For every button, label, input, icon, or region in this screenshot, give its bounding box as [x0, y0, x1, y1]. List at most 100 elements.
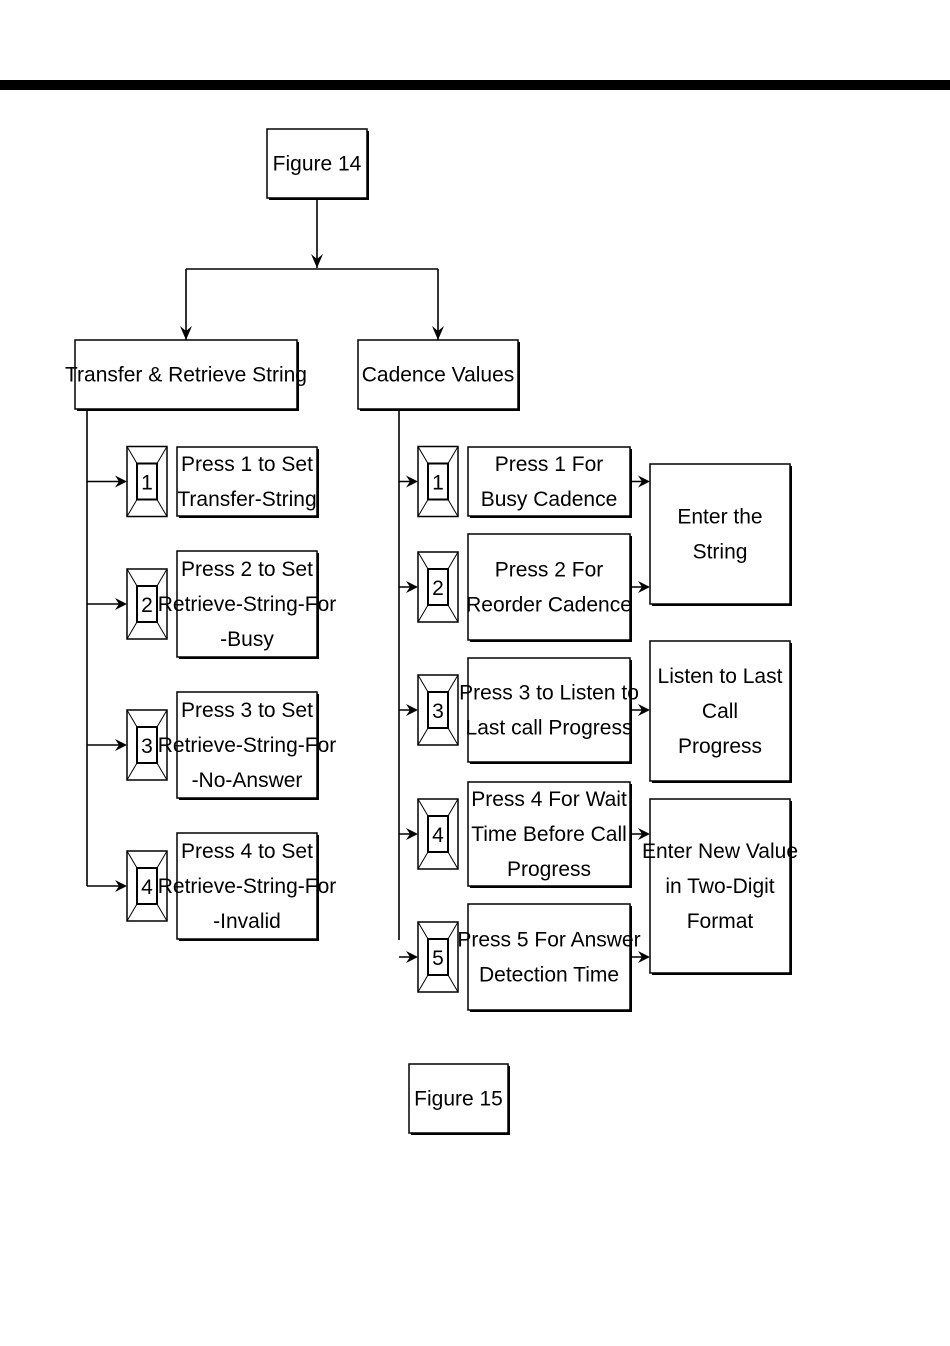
key-label: 2 [141, 594, 153, 617]
box-text-line: -No-Answer [192, 769, 303, 792]
box-frame [649, 640, 791, 782]
box-text-line: Call [702, 700, 738, 723]
box-text-line: Press 5 For Answer [457, 929, 640, 952]
arrow-right-icon [638, 951, 650, 963]
arrow-down-icon [311, 254, 323, 268]
box-text-line: Press 4 to Set [181, 840, 313, 863]
box-frame [467, 903, 631, 1011]
arrow-right-icon [115, 475, 127, 488]
arrow-right-icon [406, 828, 418, 840]
box-text-line: Press 1 For [495, 453, 604, 476]
key-label: 4 [141, 876, 153, 899]
box-frame [176, 691, 318, 799]
box-frame [74, 339, 298, 410]
branch-box-cadence: Cadence Values [357, 339, 520, 411]
box-text-line: Press 4 For Wait [471, 788, 627, 811]
box-text-line: String [693, 541, 748, 564]
arrow-right-icon [115, 880, 127, 892]
box-text-line: Retrieve-String-For [158, 875, 337, 898]
box-text-line: in Two-Digit [665, 875, 774, 898]
box-text-line: Reorder Cadence [466, 594, 632, 617]
keypad-key-1-icon: 1 [417, 445, 459, 518]
arrow-right-icon [406, 475, 418, 488]
box-frame [649, 463, 791, 605]
arrow-down-icon [432, 326, 444, 340]
root-box-figure-14: Figure 14 [266, 128, 369, 200]
arrow-right-icon [115, 598, 127, 610]
box-text-line: Figure 15 [414, 1088, 503, 1111]
box-text-line: -Busy [220, 628, 274, 651]
key-label: 3 [141, 735, 153, 758]
keypad-key-4-icon: 4 [126, 850, 168, 922]
keypad-key-3-icon: 3 [126, 709, 168, 781]
arrow-right-icon [406, 951, 418, 963]
branch-box-transfer: Transfer & Retrieve String [65, 339, 307, 411]
box-frame [467, 533, 631, 641]
arrow-right-icon [638, 581, 650, 593]
keypad-key-2-icon: 2 [126, 568, 168, 640]
arrow-down-icon [180, 326, 192, 340]
box-text-line: Transfer & Retrieve String [65, 364, 307, 387]
key-label: 5 [432, 947, 444, 970]
box-text-line: Retrieve-String-For [158, 734, 337, 757]
box-text-line: Retrieve-String-For [158, 593, 337, 616]
box-text-line: Transfer-String [177, 488, 316, 511]
box-text-line: Time Before Call [471, 823, 627, 846]
box-text-line: Listen to Last [658, 665, 783, 688]
top-rule [0, 80, 950, 90]
box-frame [649, 798, 791, 974]
keypad-key-2-icon: 2 [417, 551, 459, 623]
box-frame [467, 446, 631, 517]
box-text-line: Press 2 For [495, 559, 604, 582]
box-frame [357, 339, 519, 410]
keypad-key-3-icon: 3 [417, 674, 459, 746]
keypad-key-5-icon: 5 [417, 921, 459, 993]
box-frame [266, 128, 368, 199]
arrow-right-icon [115, 739, 127, 751]
box-text-line: Enter the [677, 506, 762, 529]
box-text-line: Figure 14 [273, 153, 362, 176]
box-frame [176, 550, 318, 658]
box-frame [467, 781, 631, 887]
arrow-right-icon [406, 581, 418, 593]
figure-15-box: Figure 15 [408, 1063, 510, 1135]
box-text-line: Progress [507, 858, 591, 881]
key-label: 1 [141, 472, 153, 495]
box-text-line: Busy Cadence [481, 488, 618, 511]
box-frame [176, 446, 318, 517]
box-text-line: Detection Time [479, 964, 619, 987]
key-label: 3 [432, 700, 444, 723]
box-text-line: Press 2 to Set [181, 558, 313, 581]
box-frame [467, 657, 631, 763]
box-text-line: -Invalid [213, 910, 281, 933]
box-text-line: Progress [678, 735, 762, 758]
arrow-right-icon [638, 828, 650, 840]
keypad-key-1-icon: 1 [126, 445, 168, 518]
keypad-key-4-icon: 4 [417, 798, 459, 870]
box-text-line: Press 1 to Set [181, 453, 313, 476]
box-frame [176, 832, 318, 940]
box-text-line: Press 3 to Listen to [459, 682, 639, 705]
arrow-right-icon [406, 704, 418, 716]
box-text-line: Cadence Values [362, 364, 515, 387]
key-label: 1 [432, 472, 444, 495]
box-text-line: Format [687, 910, 754, 933]
box-text-line: Press 3 to Set [181, 699, 313, 722]
key-label: 2 [432, 577, 444, 600]
box-frame [408, 1063, 509, 1134]
arrow-right-icon [638, 704, 650, 716]
arrow-right-icon [638, 475, 650, 488]
